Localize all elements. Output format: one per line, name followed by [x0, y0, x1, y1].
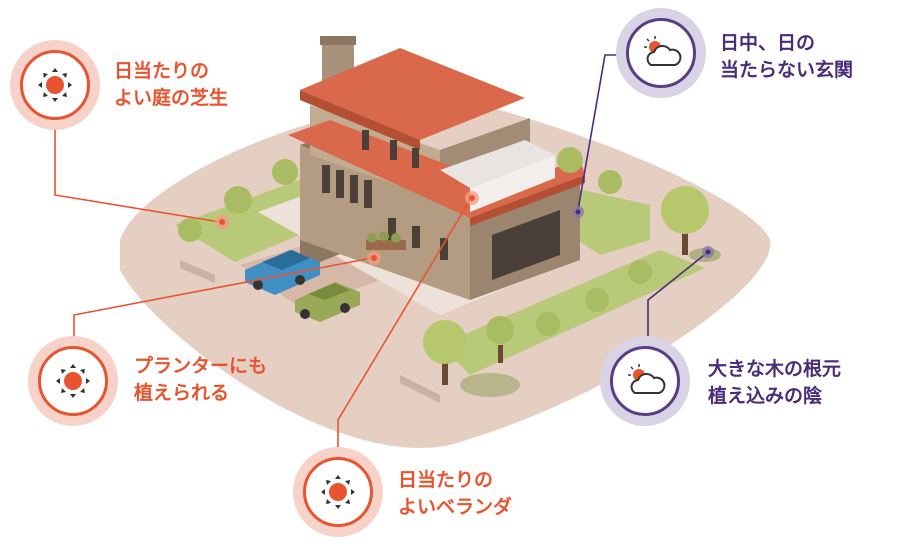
cloud-sun-icon	[627, 363, 666, 394]
tree-front-mid	[498, 345, 503, 363]
cloud-sun-icon	[643, 35, 682, 66]
callout-veranda	[293, 447, 383, 537]
car-green	[295, 282, 360, 322]
leader-planter	[73, 257, 373, 345]
planter-box	[366, 240, 406, 250]
curb-left	[180, 260, 215, 283]
callout-planter	[28, 336, 118, 426]
leader-entrance	[577, 54, 618, 211]
balcony	[440, 140, 555, 188]
car-blue	[245, 250, 320, 295]
tree-front-left	[423, 320, 467, 385]
chimney-top	[320, 36, 356, 45]
callout-sunny-garden	[10, 40, 100, 130]
label-planter: プランターにも 植えられる	[134, 355, 268, 404]
sun-icon	[321, 475, 355, 509]
balcony-rail	[470, 155, 555, 212]
roof-top-edge	[300, 90, 420, 150]
tree-right	[661, 186, 709, 255]
curb-front	[400, 375, 440, 403]
roof-top	[300, 48, 525, 140]
callout-entrance	[616, 8, 706, 98]
label-sunny-garden: 日当たりの よい庭の芝生	[114, 60, 229, 109]
roof-lower-right	[470, 175, 585, 226]
leader-veranda	[337, 199, 471, 458]
sun-icon	[38, 68, 72, 102]
label-entrance: 日中、日の 当たらない玄関	[720, 32, 854, 81]
callout-tree-base	[600, 336, 690, 426]
leader-tree-base	[647, 251, 709, 345]
label-tree-base: 大きな木の根元 植え込みの陰	[708, 358, 842, 407]
sun-icon	[56, 364, 90, 398]
label-veranda: 日当たりの よいベランダ	[398, 469, 513, 518]
leader-sunny-garden	[54, 130, 221, 223]
